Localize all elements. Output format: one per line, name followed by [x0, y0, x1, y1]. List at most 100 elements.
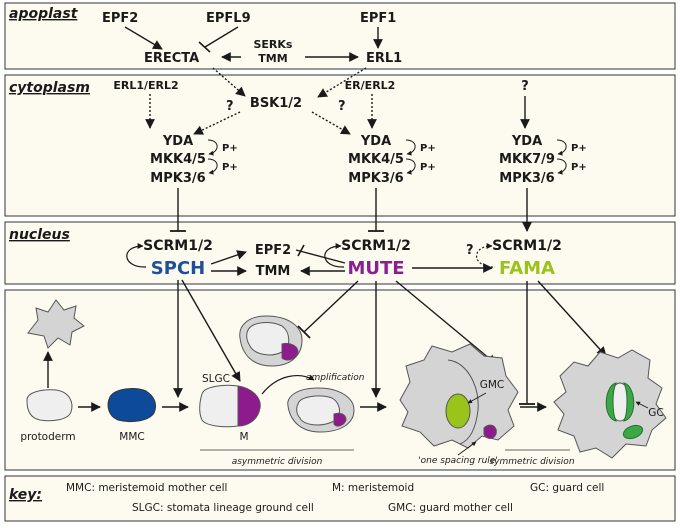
phospho-arrow-1a — [207, 139, 218, 156]
key-mmc: MMC: meristemoid mother cell — [66, 482, 227, 494]
gene-erl1: ERL1 — [366, 51, 402, 66]
question-mark-3: ? — [521, 79, 529, 94]
meristemoid-cell — [237, 385, 261, 427]
inhibit-epf2-mute — [295, 249, 346, 264]
slgc-cell — [199, 384, 239, 428]
phospho-arrow-2b — [405, 158, 416, 175]
protoderm-cluster — [27, 299, 85, 349]
nucleus-panel — [4, 221, 676, 285]
inhibit-mute-amplification — [303, 280, 359, 333]
section-label-key: key: — [9, 487, 42, 503]
label-symmetric-division: symmetric division — [489, 457, 574, 467]
question-mark-1: ? — [226, 99, 234, 114]
question-mark-nucleus: ? — [466, 243, 474, 258]
arrow-bsk-yda1 — [193, 111, 241, 135]
gene-erecta: ERECTA — [144, 51, 199, 66]
arrow-spch-epf2 — [210, 250, 247, 265]
gene-epf2-apoplast: EPF2 — [102, 11, 138, 26]
pointer-gc — [635, 401, 649, 409]
amplified-meristemoid-lower — [333, 412, 347, 427]
arrow-fama-gc — [537, 280, 607, 357]
section-label-cytoplasm: cytoplasm — [9, 80, 90, 96]
label-protoderm: protoderm — [20, 431, 75, 443]
gene-epf2-nucleus: EPF2 — [255, 243, 291, 258]
phospho-arrow-1b — [207, 158, 218, 175]
gene-fama: FAMA — [499, 258, 555, 279]
gene-tmm-nucleus: TMM — [256, 264, 291, 279]
gene-er-erl2: ER/ERL2 — [345, 79, 396, 92]
gene-scrm-a: SCRM1/2 — [143, 238, 213, 254]
loop-scrm-mute — [324, 243, 345, 268]
phospho-arrow-2a — [405, 139, 416, 156]
arrow-erecta-bsk — [212, 67, 246, 97]
gene-epf1: EPF1 — [360, 11, 396, 26]
gene-mpk36-3: MPK3/6 — [499, 171, 554, 186]
label-mmc: MMC — [119, 431, 144, 443]
gene-erl1-erl2: ERL1/ERL2 — [113, 79, 178, 92]
arrow-epf2-erecta — [124, 26, 163, 50]
inhibit-bar — [297, 244, 305, 257]
phospho-label-3b: P+ — [571, 162, 587, 173]
arrow-mute-gmc — [395, 280, 497, 365]
gene-serks: SERKs — [254, 38, 293, 51]
guard-cell-left — [605, 382, 617, 422]
gene-mkk79: MKK7/9 — [499, 152, 555, 167]
question-mark-2: ? — [338, 99, 346, 114]
phospho-label-2a: P+ — [420, 143, 436, 154]
apoplast-panel — [4, 2, 676, 70]
protoderm-cell — [26, 389, 73, 422]
amplified-cell-lower-inner — [296, 395, 340, 426]
gene-tmm-apoplast: TMM — [258, 52, 287, 65]
inhibit-epfl9-erecta — [204, 26, 239, 48]
inhibit-bar — [198, 41, 211, 53]
gene-yda-3: YDA — [511, 134, 542, 149]
label-m: M — [239, 431, 248, 443]
mmc-cell — [107, 388, 157, 422]
gene-yda-2: YDA — [360, 134, 391, 149]
key-gc: GC: guard cell — [530, 482, 604, 494]
section-label-apoplast: apoplast — [9, 6, 79, 22]
gene-mkk45-1: MKK4/5 — [150, 152, 206, 167]
key-m: M: meristemoid — [332, 482, 414, 494]
phospho-arrow-3b — [556, 158, 567, 175]
gene-mpk36-2: MPK3/6 — [348, 171, 403, 186]
label-amplification: amplification — [306, 373, 365, 383]
gene-scrm-b: SCRM1/2 — [341, 238, 411, 254]
gene-mkk45-2: MKK4/5 — [348, 152, 404, 167]
pointer-gmc — [467, 392, 487, 404]
spacing-cell-wall — [447, 359, 479, 445]
key-gmc: GMC: guard mother cell — [388, 502, 513, 514]
loop-scrm-spch — [126, 243, 147, 268]
label-gmc: GMC — [480, 379, 505, 391]
gene-yda-1: YDA — [162, 134, 193, 149]
label-gc: GC — [648, 407, 663, 419]
pointer-spacing-rule — [457, 441, 477, 456]
arrow-bsk-yda2 — [311, 111, 351, 135]
phospho-label-1a: P+ — [222, 143, 238, 154]
key-slgc: SLGC: stomata lineage ground cell — [132, 502, 314, 514]
gene-epfl9: EPFL9 — [206, 11, 251, 26]
gene-bsk12: BSK1/2 — [250, 96, 302, 111]
phospho-arrow-3a — [556, 139, 567, 156]
gene-mpk36-1: MPK3/6 — [150, 171, 205, 186]
label-asymmetric-division: asymmetric division — [232, 457, 323, 467]
gmc-cell — [445, 393, 471, 429]
label-spacing-rule: 'one spacing rule' — [418, 456, 498, 466]
arrow-spch-slgc — [181, 279, 241, 382]
inhibit-bar — [297, 325, 311, 339]
phospho-label-1b: P+ — [222, 162, 238, 173]
amplified-meristemoid-upper — [281, 343, 299, 361]
arrow-amplification — [261, 374, 315, 395]
arrow-erl1-bsk — [317, 67, 367, 98]
gene-scrm-c: SCRM1/2 — [492, 238, 562, 254]
loop-scrm-fama — [476, 243, 496, 268]
section-label-nucleus: nucleus — [9, 227, 70, 243]
guard-cell-small — [622, 424, 644, 440]
cytoplasm-panel — [4, 74, 676, 217]
gene-spch: SPCH — [151, 258, 205, 279]
label-slgc: SLGC — [202, 373, 230, 385]
phospho-label-2b: P+ — [420, 162, 436, 173]
phospho-label-3a: P+ — [571, 143, 587, 154]
